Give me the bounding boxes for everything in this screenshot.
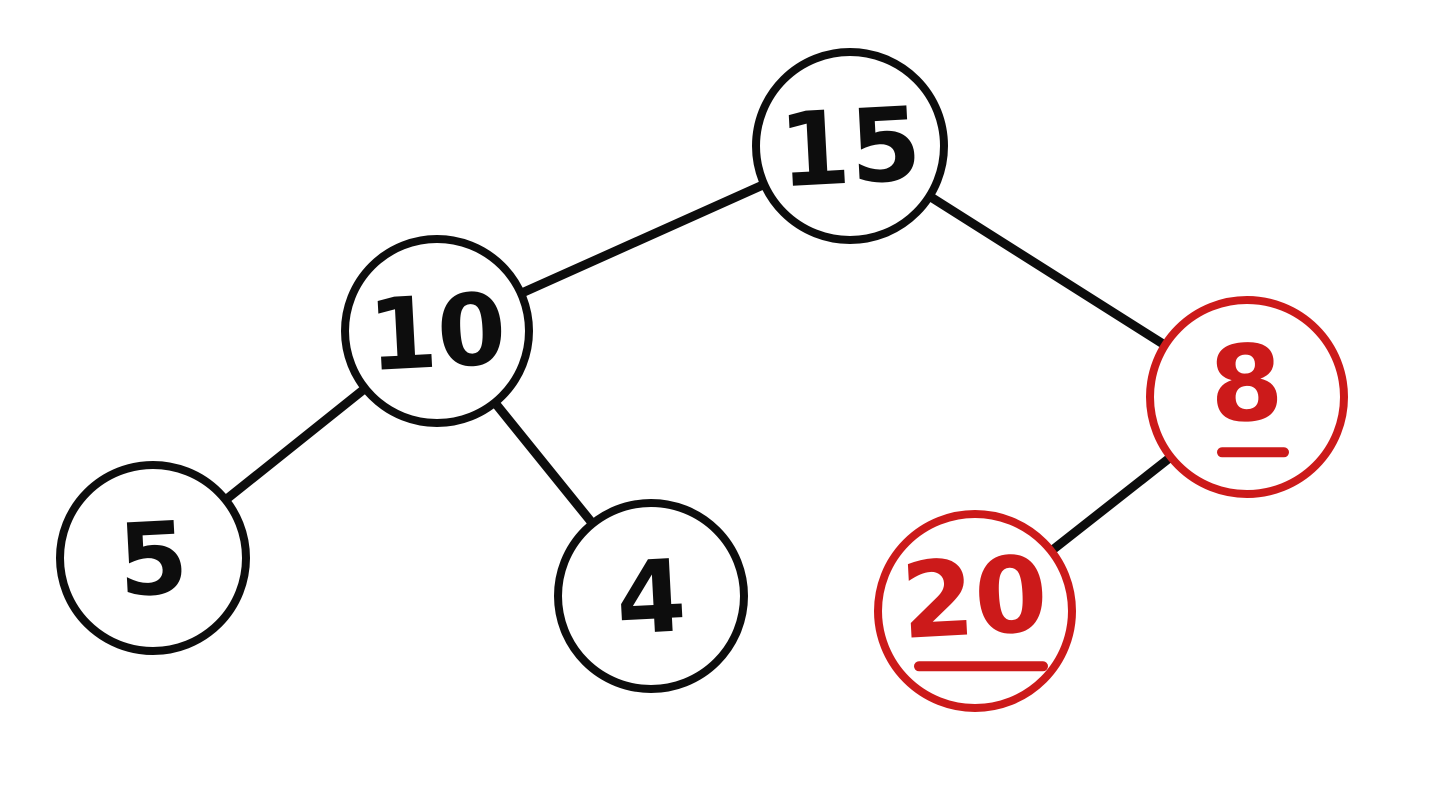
tree-node-10: 10 <box>341 235 533 427</box>
tree-edge-15-10 <box>516 179 769 298</box>
tree-edge-8-20 <box>1046 452 1176 556</box>
tree-node-5: 5 <box>56 461 250 655</box>
node-circle-20 <box>874 510 1076 712</box>
tree-node-15: 15 <box>752 48 948 244</box>
tree-node-20: 20 <box>874 510 1076 712</box>
node-circle-8 <box>1146 296 1348 498</box>
tree-edge-10-5 <box>221 383 370 505</box>
tree-edge-10-4 <box>490 398 598 529</box>
tree-node-8: 8 <box>1146 296 1348 498</box>
tree-node-4: 4 <box>554 499 748 693</box>
node-circle-15 <box>752 48 948 244</box>
node-label-20: 20 <box>898 533 1050 662</box>
node-label-8: 8 <box>1207 321 1286 447</box>
node-circle-5 <box>56 461 250 655</box>
node-label-15: 15 <box>776 85 924 211</box>
node-circle-4 <box>554 499 748 693</box>
node-label-5: 5 <box>115 499 191 619</box>
node-label-10: 10 <box>365 272 509 394</box>
tree-edge-15-8 <box>925 191 1170 350</box>
node-label-4: 4 <box>613 537 689 657</box>
node-circle-10 <box>341 235 533 427</box>
